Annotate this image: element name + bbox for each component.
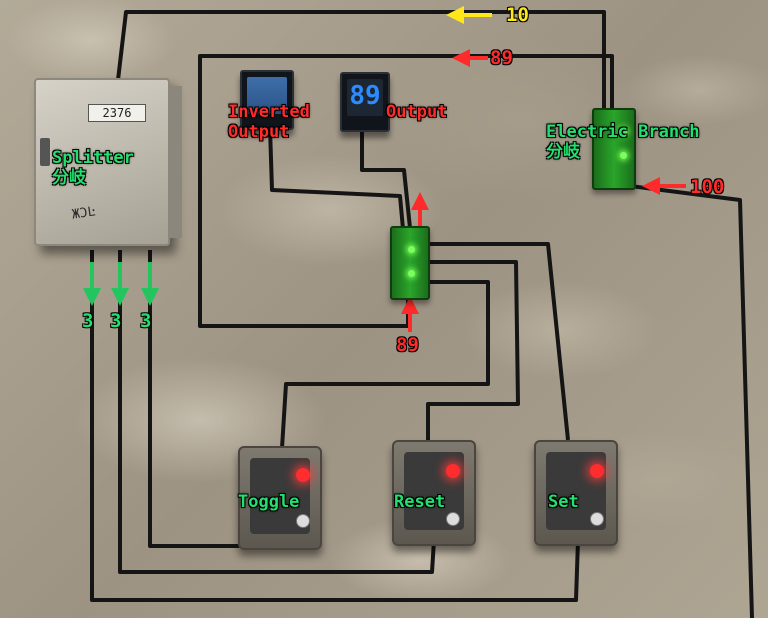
memory-cell-led-bottom xyxy=(408,270,415,277)
inverted-output-label: Inverted Output xyxy=(228,102,310,142)
wire-inverted-output xyxy=(268,127,406,241)
splitter-side xyxy=(168,86,182,238)
arrow-down-icon xyxy=(141,262,159,306)
reset-switch-led xyxy=(446,464,460,478)
reset-switch-label: Reset xyxy=(394,492,446,512)
electric-branch-label-en: Electric Branch xyxy=(546,122,700,142)
reset-switch-knob[interactable] xyxy=(446,512,460,526)
arrow-up-icon xyxy=(411,192,429,228)
wire-memory-to-reset xyxy=(426,260,520,440)
arrow-down-icon xyxy=(83,262,101,306)
splitter-output-count-3: 3 xyxy=(140,310,152,332)
splitter-output-count-2: 3 xyxy=(110,310,122,332)
arrow-down-icon xyxy=(111,262,129,306)
toggle-switch-led xyxy=(296,468,310,482)
wire-memory-to-toggle xyxy=(280,280,490,449)
wire-output xyxy=(360,130,412,229)
inverted-output-screen xyxy=(247,77,287,114)
splitter-label-en: Splitter xyxy=(52,148,134,168)
splitter-label-jp: 分岐 xyxy=(52,168,86,188)
arrow-left-icon xyxy=(452,49,488,67)
output-display[interactable]: 89 xyxy=(340,72,390,132)
output-display-value: 89 xyxy=(347,79,383,116)
wire-splitter-out-2 xyxy=(118,250,436,574)
electric-branch-label: Electric Branch 分岐 xyxy=(546,122,700,162)
arrow-left-icon xyxy=(642,177,686,195)
splitter-box[interactable]: 2376 ЖƆĿ xyxy=(34,78,182,246)
wire-splitter-to-branch xyxy=(116,10,606,108)
memory-cell-led-top xyxy=(408,246,415,253)
set-switch-knob[interactable] xyxy=(590,512,604,526)
toggle-switch-knob[interactable] xyxy=(296,514,310,528)
inverted-output-display[interactable] xyxy=(240,70,294,130)
set-switch[interactable] xyxy=(534,440,618,546)
splitter-label: Splitter 分岐 xyxy=(52,148,134,188)
output-label: Output xyxy=(386,102,448,122)
electric-branch-label-jp: 分岐 xyxy=(546,142,580,162)
wire-branch-input xyxy=(629,184,754,618)
splitter-output-count-1: 3 xyxy=(82,310,94,332)
splitter-handle[interactable] xyxy=(40,138,50,166)
set-switch-led xyxy=(590,464,604,478)
memory-cell[interactable] xyxy=(390,226,430,300)
wire-memory-to-set xyxy=(430,242,570,441)
toggle-switch[interactable] xyxy=(238,446,322,550)
electric-branch-input-value: 100 xyxy=(690,176,725,198)
set-switch-label: Set xyxy=(548,492,579,512)
splitter-tag: 2376 xyxy=(88,104,146,122)
top-wire-value-yellow: 10 xyxy=(506,4,529,26)
toggle-switch-label: Toggle xyxy=(238,492,300,512)
reset-switch[interactable] xyxy=(392,440,476,546)
wire-splitter-out-1 xyxy=(90,250,580,602)
inverted-output-label-line1: Inverted xyxy=(228,102,310,122)
memory-cell-input-value: 89 xyxy=(396,334,419,356)
arrow-left-icon xyxy=(446,6,492,24)
splitter-graffiti: ЖƆĿ xyxy=(71,204,97,223)
branch-led-bottom xyxy=(620,152,627,159)
inverted-output-label-line2: Output xyxy=(228,122,290,142)
arrow-up-icon xyxy=(401,296,419,332)
electric-branch[interactable] xyxy=(592,108,636,190)
branch-led-top xyxy=(620,128,627,135)
top-wire-value-red: 89 xyxy=(490,47,513,69)
